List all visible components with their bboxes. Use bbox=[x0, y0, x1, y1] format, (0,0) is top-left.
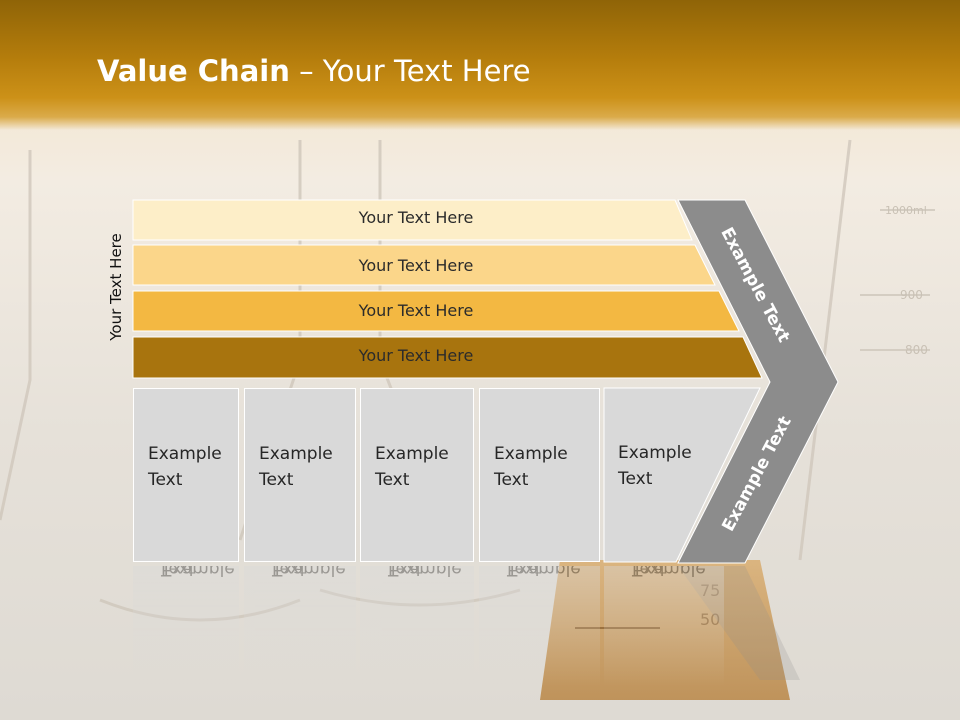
title-rest: – Your Text Here bbox=[289, 54, 531, 88]
box-5-shape bbox=[603, 387, 761, 563]
band-label-4: Your Text Here bbox=[358, 346, 474, 365]
svg-text:800: 800 bbox=[905, 343, 928, 357]
band-shape bbox=[132, 290, 740, 332]
chevron-arrow bbox=[677, 199, 839, 564]
band-shape bbox=[132, 244, 716, 286]
band-label-2: Your Text Here bbox=[358, 256, 474, 275]
title-bar bbox=[0, 0, 960, 130]
page-title: Value Chain – Your Text Here bbox=[97, 54, 531, 88]
band-shape bbox=[132, 336, 763, 379]
svg-text:1000ml: 1000ml bbox=[885, 204, 927, 217]
svg-text:900: 900 bbox=[900, 288, 923, 302]
svg-text:75: 75 bbox=[700, 581, 720, 600]
chevron-arrow-reflection bbox=[678, 566, 800, 680]
title-bold: Value Chain bbox=[97, 54, 290, 88]
band-label-3: Your Text Here bbox=[358, 301, 474, 320]
band-shape bbox=[132, 199, 693, 241]
svg-text:50: 50 bbox=[700, 610, 720, 629]
band-label-1: Your Text Here bbox=[358, 208, 474, 227]
